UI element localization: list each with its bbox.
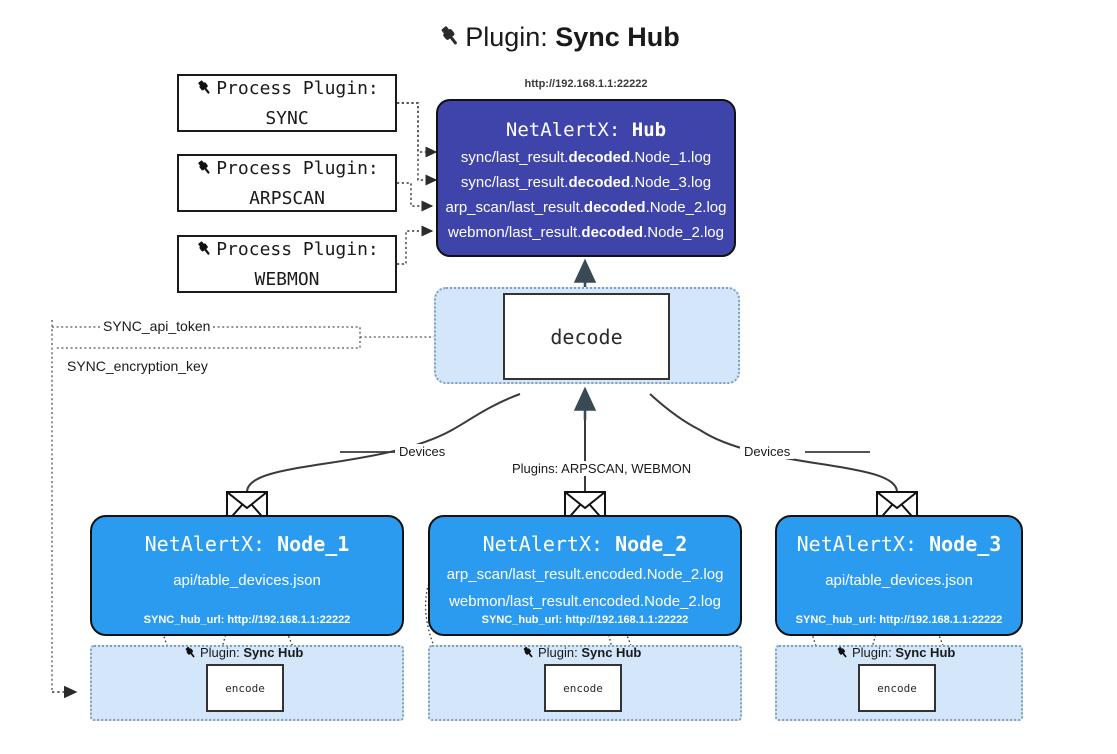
- encode-box-node-3[interactable]: encode: [858, 664, 936, 712]
- plug-icon: [437, 19, 463, 61]
- netalertx-node-3[interactable]: NetAlertX: Node_3 api/table_devices.json…: [775, 515, 1023, 636]
- plugin-tag-node-1: Plugin: Sync Hub: [183, 645, 303, 663]
- hub-log-line-1: sync/last_result.decoded.Node_1.log: [460, 149, 712, 166]
- edge-label-devices-right: Devices: [740, 444, 795, 459]
- edge-sync-to-hub-1: [397, 102, 438, 158]
- decode-box[interactable]: decode: [503, 293, 670, 380]
- edge-arpscan-to-hub: [397, 182, 434, 212]
- hub-title: NetAlertX: Hub: [506, 115, 666, 145]
- plug-icon: [195, 78, 214, 105]
- netalertx-node-2[interactable]: NetAlertX: Node_2 arp_scan/last_result.e…: [428, 515, 742, 636]
- plug-icon: [521, 645, 536, 663]
- hub-node[interactable]: NetAlertX: Hub sync/last_result.decoded.…: [436, 99, 736, 257]
- hub-log-line-3: arp_scan/last_result.decoded.Node_2.log: [445, 199, 727, 216]
- process-plugin-webmon-line1: Process Plugin:: [195, 236, 379, 266]
- edge-label-plugins-center: Plugins: ARPSCAN, WEBMON: [508, 461, 696, 476]
- encode-box-node-1[interactable]: encode: [206, 664, 284, 712]
- process-plugin-sync-line1: Process Plugin:: [195, 75, 379, 105]
- process-plugin-sync-box[interactable]: Process Plugin: SYNC: [177, 74, 397, 132]
- node-2-title: NetAlertX: Node_2: [482, 532, 688, 556]
- title-name: Sync Hub: [555, 22, 680, 52]
- node-1-title: NetAlertX: Node_1: [144, 532, 350, 556]
- title-prefix: Plugin:: [465, 22, 556, 52]
- node-1-line-1: api/table_devices.json: [173, 572, 321, 589]
- edge-sync-to-hub-2: [397, 102, 438, 186]
- hub-title-prefix: NetAlertX:: [505, 119, 632, 141]
- process-plugin-arpscan-label: Process Plugin:: [216, 157, 379, 179]
- page-title: Plugin: Sync Hub: [0, 16, 1117, 61]
- plug-icon: [183, 645, 198, 663]
- process-plugin-sync-name: SYNC: [265, 107, 309, 129]
- hub-url-label: http://192.168.1.1:22222: [524, 78, 648, 90]
- node-2-line-2: webmon/last_result.encoded.Node_2.log: [449, 593, 721, 610]
- hub-log-line-2: sync/last_result.decoded.Node_3.log: [460, 174, 712, 191]
- hub-title-name: Hub: [631, 119, 667, 141]
- process-plugin-sync-label: Process Plugin:: [216, 77, 379, 99]
- node-3-footer: SYNC_hub_url: http://192.168.1.1:22222: [795, 614, 1003, 626]
- secret-label-api-token: SYNC_api_token: [100, 318, 214, 334]
- node-2-footer: SYNC_hub_url: http://192.168.1.1:22222: [481, 614, 689, 626]
- process-plugin-webmon-label: Process Plugin:: [216, 238, 379, 260]
- node-2-line-1: arp_scan/last_result.encoded.Node_2.log: [446, 566, 724, 583]
- process-plugin-arpscan-name: ARPSCAN: [249, 187, 325, 209]
- secret-label-encryption-key: SYNC_encryption_key: [64, 358, 211, 374]
- node-1-footer: SYNC_hub_url: http://192.168.1.1:22222: [143, 614, 351, 626]
- plug-icon: [195, 239, 214, 266]
- plug-icon: [835, 645, 850, 663]
- node-3-title: NetAlertX: Node_3: [796, 532, 1002, 556]
- hub-log-line-4: webmon/last_result.decoded.Node_2.log: [448, 224, 724, 241]
- process-plugin-webmon-name: WEBMON: [254, 268, 320, 290]
- edge-label-devices-left: Devices: [395, 444, 450, 459]
- edge-node1-to-decode: [246, 393, 521, 493]
- process-plugin-webmon-box[interactable]: Process Plugin: WEBMON: [177, 235, 397, 293]
- edge-webmon-to-hub: [397, 225, 434, 265]
- plugin-tag-node-2: Plugin: Sync Hub: [521, 645, 641, 663]
- process-plugin-arpscan-line1: Process Plugin:: [195, 155, 379, 185]
- encode-box-node-2[interactable]: encode: [544, 664, 622, 712]
- edge-node3-to-decode: [649, 393, 898, 493]
- plug-icon: [195, 158, 214, 185]
- process-plugin-arpscan-box[interactable]: Process Plugin: ARPSCAN: [177, 154, 397, 212]
- plugin-tag-node-3: Plugin: Sync Hub: [835, 645, 955, 663]
- node-3-line-1: api/table_devices.json: [825, 572, 973, 589]
- netalertx-node-1[interactable]: NetAlertX: Node_1 api/table_devices.json…: [90, 515, 404, 636]
